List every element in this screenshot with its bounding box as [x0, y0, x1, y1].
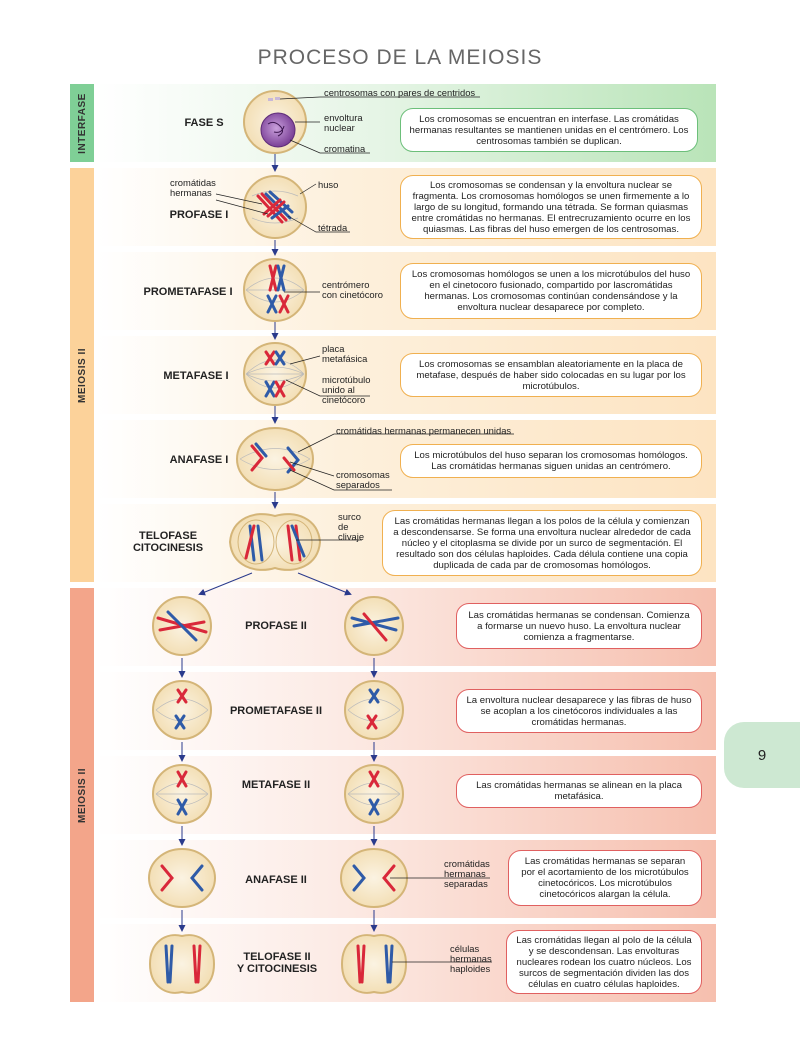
flow-arrows — [178, 153, 378, 932]
cell-telofase-1 — [228, 513, 322, 571]
cell-anafase-2-left — [148, 848, 216, 908]
desc-profase-1: Los cromosomas se condensan y la envoltu… — [400, 175, 702, 239]
label-centrosomas: centrosomas con pares de centridos — [324, 87, 476, 98]
phase-name-telofase-2: TELOFASE II Y CITOCINESIS — [236, 951, 318, 975]
desc-fase-s: Los cromosomas se encuentran en interfas… — [400, 108, 698, 152]
section-meiosis2-bar: MEIOSIS II — [70, 588, 94, 1002]
cell-prometafase-2-right — [344, 680, 404, 740]
cell-prometafase-1 — [243, 258, 307, 322]
label-cromatidas-hermanas: cromátidas hermanas — [170, 177, 216, 198]
phase-name-telofase-1: TELOFASE CITOCINESIS — [132, 530, 204, 554]
label-envoltura: envoltura nuclear — [324, 112, 363, 133]
phase-name-anafase-2: ANAFASE II — [245, 874, 307, 886]
phase-name-metafase-1: METAFASE I — [163, 370, 229, 382]
cell-telofase-2-left — [148, 934, 216, 994]
desc-prometafase-1: Los cromosomas homólogos se unen a los m… — [400, 263, 702, 319]
phase-name-metafase-2: METAFASE II — [241, 779, 311, 791]
section-meiosis1-bar: MEIOSIS II — [70, 168, 94, 582]
section-interfase-bar: INTERFASE — [70, 84, 94, 162]
desc-telofase-2: Las cromátidas llegan al polo de la célu… — [506, 930, 702, 994]
cell-profase-1 — [243, 175, 307, 239]
label-centromero: centrómero con cinetócoro — [322, 279, 383, 300]
phase-name-profase-1: PROFASE I — [169, 209, 229, 221]
desc-metafase-1: Los cromosomas se ensamblan aleatoriamen… — [400, 353, 702, 397]
phase-name-prometafase-2: PROMETAFASE II — [229, 705, 323, 717]
label-surco: surco de clivaje — [338, 511, 365, 542]
phase-name-fase-s: FASE S — [184, 117, 224, 129]
label-leader-lines — [215, 96, 514, 963]
cell-profase-2-right — [344, 596, 404, 656]
page-number-tab: 9 — [724, 722, 800, 788]
label-permanecen: cromátidas hermanas permanecen unidas — [336, 425, 512, 436]
label-celulas-haploides: células hermanas haploides — [450, 943, 492, 974]
label-microtubulo: microtúbulo unido al cinetócoro — [322, 374, 371, 405]
desc-prometafase-2: La envoltura nuclear desaparece y las fi… — [456, 689, 702, 733]
phase-name-profase-2: PROFASE II — [245, 620, 307, 632]
cell-prometafase-2-left — [152, 680, 212, 740]
label-cromatina: cromatina — [324, 143, 366, 154]
desc-anafase-1: Los microtúbulos del huso separan los cr… — [400, 444, 702, 478]
cell-fase-s — [243, 90, 307, 154]
desc-metafase-2: Las cromátidas hermanas se alinean en la… — [456, 774, 702, 808]
cell-metafase-2-right — [344, 764, 404, 824]
desc-profase-2: Las cromátidas hermanas se condensan. Co… — [456, 603, 702, 649]
page-number: 9 — [757, 746, 767, 764]
cell-profase-2-left — [152, 596, 212, 656]
label-cromatidas-separadas: cromátidas hermanas separadas — [444, 858, 490, 889]
cell-telofase-2-right — [340, 934, 408, 994]
desc-anafase-2: Las cromátidas hermanas se separan por e… — [508, 850, 702, 906]
page-title: PROCESO DE LA MEIOSIS — [257, 46, 543, 69]
phase-name-anafase-1: ANAFASE I — [169, 454, 229, 466]
desc-telofase-1: Las cromátidas hermanas llegan a los pol… — [382, 510, 702, 576]
label-tetrada: tétrada — [318, 222, 348, 233]
label-huso: huso — [318, 179, 339, 190]
phase-name-prometafase-1: PROMETAFASE I — [143, 286, 233, 298]
label-placa: placa metafásica — [322, 343, 368, 364]
cell-anafase-1 — [236, 427, 314, 491]
cell-metafase-2-left — [152, 764, 212, 824]
cell-metafase-1 — [243, 342, 307, 406]
label-separados: cromosomas separados — [336, 469, 390, 490]
